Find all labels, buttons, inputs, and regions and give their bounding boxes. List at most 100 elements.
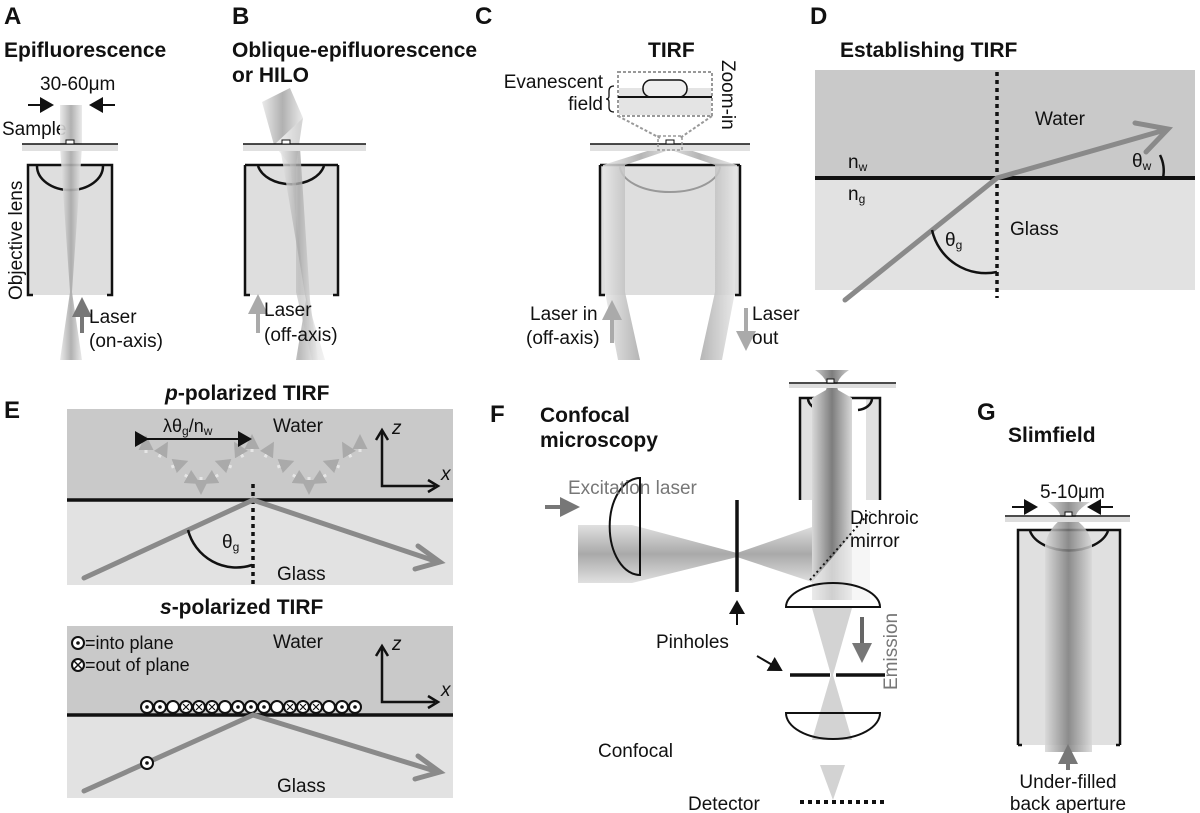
objective-body <box>866 398 880 500</box>
ray-arrowhead-icon <box>1132 120 1174 155</box>
panel-e: E p-polarized TIRF λθg/nw Water Glass θg… <box>4 382 453 798</box>
panel-title-line2: microscopy <box>540 429 658 452</box>
water-region <box>67 626 453 715</box>
field-arrow-icon <box>342 441 356 459</box>
under-filled-label: Under-filled <box>1019 772 1116 793</box>
panel-c: C TIRF Evanescent field Zoom-in Laser in… <box>475 3 800 360</box>
coverslip <box>590 144 750 151</box>
panel-title-line1: Oblique-epifluorescence <box>232 39 477 62</box>
laser-beam <box>60 147 82 360</box>
z-axis-label: z <box>391 634 402 655</box>
field-arrow-icon <box>202 470 220 485</box>
field-arrow-icon <box>154 441 168 459</box>
polarization-row <box>140 700 362 714</box>
laser-beam <box>274 118 325 360</box>
coverslip <box>243 144 366 151</box>
water-label: Water <box>273 416 324 437</box>
zoom-source-box <box>657 135 683 151</box>
sample-object <box>281 139 291 145</box>
laser-beam <box>60 105 82 147</box>
legend-out-of-plane: =out of plane <box>85 655 190 675</box>
mirror-label: mirror <box>850 531 900 552</box>
panel-letter: E <box>4 397 20 424</box>
pinholes-arrow-icon <box>756 655 783 672</box>
angle-arc <box>1158 154 1165 179</box>
s-polarized-title: s-polarized TIRF <box>160 596 324 619</box>
excitation-beam <box>578 525 812 583</box>
dichroic-mirror <box>809 511 871 581</box>
panel-title-line1: Confocal <box>540 404 630 427</box>
panel-title-line2: or HILO <box>232 64 309 87</box>
glass-region <box>67 500 453 585</box>
water-label: Water <box>273 632 324 653</box>
into-plane-icon <box>140 700 154 714</box>
field-marker <box>166 700 180 714</box>
field-marker <box>322 700 336 714</box>
excitation-laser-label: Excitation laser <box>568 478 698 499</box>
laser-out-label-2: out <box>752 328 779 349</box>
into-plane-icon <box>348 700 362 714</box>
laser-beam <box>280 147 318 360</box>
sample-object <box>65 139 75 145</box>
confocal-lens <box>784 712 882 740</box>
emission-beam <box>820 765 845 800</box>
panel-g: G Slimfield 5-10μm Under-filled back ape… <box>977 399 1130 813</box>
field-arrow-icon <box>291 470 309 484</box>
confocal-label: Confocal <box>598 741 673 762</box>
into-plane-icon <box>257 700 271 714</box>
light-ray <box>81 712 441 794</box>
water-label: Water <box>1035 109 1086 130</box>
axes-arrowheads <box>374 427 441 494</box>
coverslip <box>1005 517 1130 522</box>
beam-width-label: 30-60μm <box>40 74 115 95</box>
back-aperture-label: back aperture <box>1010 794 1126 813</box>
panel-title: Slimfield <box>1008 424 1096 447</box>
p-polarized-title: p-polarized TIRF <box>164 382 330 405</box>
light-ray <box>81 497 441 581</box>
evanescent-field-arrows <box>138 434 368 495</box>
z-axis-label: z <box>391 418 402 439</box>
evanescent-label: Evanescent <box>504 72 604 93</box>
theta-w-label: θw <box>1132 151 1152 173</box>
out-of-plane-icon <box>296 700 310 714</box>
into-plane-icon <box>244 700 258 714</box>
field-arrow-icon <box>234 441 248 459</box>
glass-label: Glass <box>277 564 326 585</box>
panel-letter: C <box>475 3 492 30</box>
laser-in-mode-label: (off-axis) <box>526 328 600 349</box>
sample-label: Sample <box>2 119 66 140</box>
axes-icon <box>380 432 435 488</box>
detector-label: Detector <box>688 794 760 813</box>
dichroic-label: Dichroic <box>850 508 919 529</box>
out-of-plane-icon <box>192 700 206 714</box>
axes-arrowheads <box>374 643 441 710</box>
slimfield-beam <box>1045 502 1092 752</box>
into-plane-icon <box>335 700 349 714</box>
n-water-label: nw <box>848 152 868 174</box>
zoomed-sample <box>642 79 688 98</box>
laser-mode-label: (on-axis) <box>89 331 163 352</box>
field-arrow-icon <box>214 458 233 474</box>
into-plane-dot <box>145 761 149 765</box>
sample-object <box>1064 511 1073 517</box>
n-glass-label: ng <box>848 184 865 206</box>
laser-out-beam <box>662 147 737 360</box>
objective-body <box>800 398 814 500</box>
out-of-plane-icon <box>179 700 193 714</box>
field-arrow-icon <box>322 458 341 474</box>
panel-a: A Epifluorescence 30-60μm Sample Objecti… <box>2 3 166 360</box>
out-of-plane-icon <box>309 700 323 714</box>
field-arrow-icon <box>260 441 274 459</box>
panel-title: Establishing TIRF <box>840 39 1018 62</box>
angle-arc <box>930 229 998 275</box>
panel-title: Epifluorescence <box>4 39 166 62</box>
field-arrow-icon <box>310 470 328 484</box>
laser-in-label: Laser in <box>530 304 598 325</box>
glass-label: Glass <box>277 776 326 797</box>
zoom-in-label: Zoom-in <box>717 60 738 130</box>
panel-letter: B <box>232 3 249 30</box>
theta-g-label: θg <box>222 532 239 554</box>
sample-object <box>665 139 675 145</box>
out-of-plane-icon <box>205 700 219 714</box>
